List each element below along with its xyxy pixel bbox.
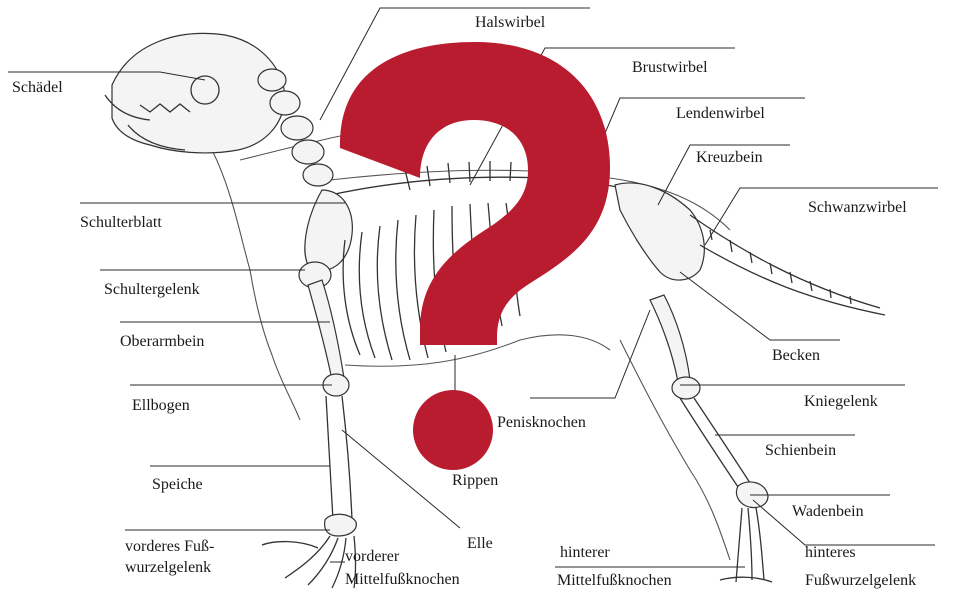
label-vorderer-mittelfussknochen-line1: vorderer (345, 548, 400, 565)
label-schienbein: Schienbein (765, 442, 836, 459)
label-rippen: Rippen (452, 472, 498, 489)
label-schwanzwirbel: Schwanzwirbel (808, 199, 907, 216)
label-penisknochen: Penisknochen (497, 414, 586, 431)
label-hinterer-mittelfussknochen-line2: Mittelfußknochen (557, 572, 672, 589)
label-speiche: Speiche (152, 476, 203, 493)
label-oberarmbein: Oberarmbein (120, 333, 204, 350)
label-hinteres-fusswurzelgelenk-line2: Fußwurzelgelenk (805, 572, 916, 589)
label-schultergelenk: Schultergelenk (104, 281, 200, 298)
label-halswirbel: Halswirbel (475, 14, 546, 31)
label-elle: Elle (467, 535, 493, 552)
question-mark-hook (340, 42, 610, 345)
label-kreuzbein: Kreuzbein (696, 149, 763, 166)
label-hinterer-mittelfussknochen-line1: hinterer (560, 544, 610, 561)
label-schaedel: Schädel (12, 79, 63, 96)
rear-leg-drawing (620, 295, 772, 582)
label-vorderes-fusswurzelgelenk-line1: vorderes Fuß- (125, 538, 214, 555)
question-mark-icon (340, 42, 610, 470)
label-lendenwirbel: Lendenwirbel (676, 105, 765, 122)
question-mark-dot (413, 390, 493, 470)
label-schulterblatt: Schulterblatt (80, 214, 162, 231)
label-vorderer-mittelfussknochen-line2: Mittelfußknochen (345, 571, 460, 588)
label-wadenbein: Wadenbein (792, 503, 864, 520)
label-brustwirbel: Brustwirbel (632, 59, 708, 76)
label-kniegelenk: Kniegelenk (804, 393, 878, 410)
front-leg-drawing (262, 262, 356, 588)
label-hinteres-fusswurzelgelenk-line1: hinteres (805, 544, 856, 561)
label-becken: Becken (772, 347, 820, 364)
label-vorderes-fusswurzelgelenk-line2: wurzelgelenk (125, 559, 211, 576)
label-ellbogen: Ellbogen (132, 397, 190, 414)
